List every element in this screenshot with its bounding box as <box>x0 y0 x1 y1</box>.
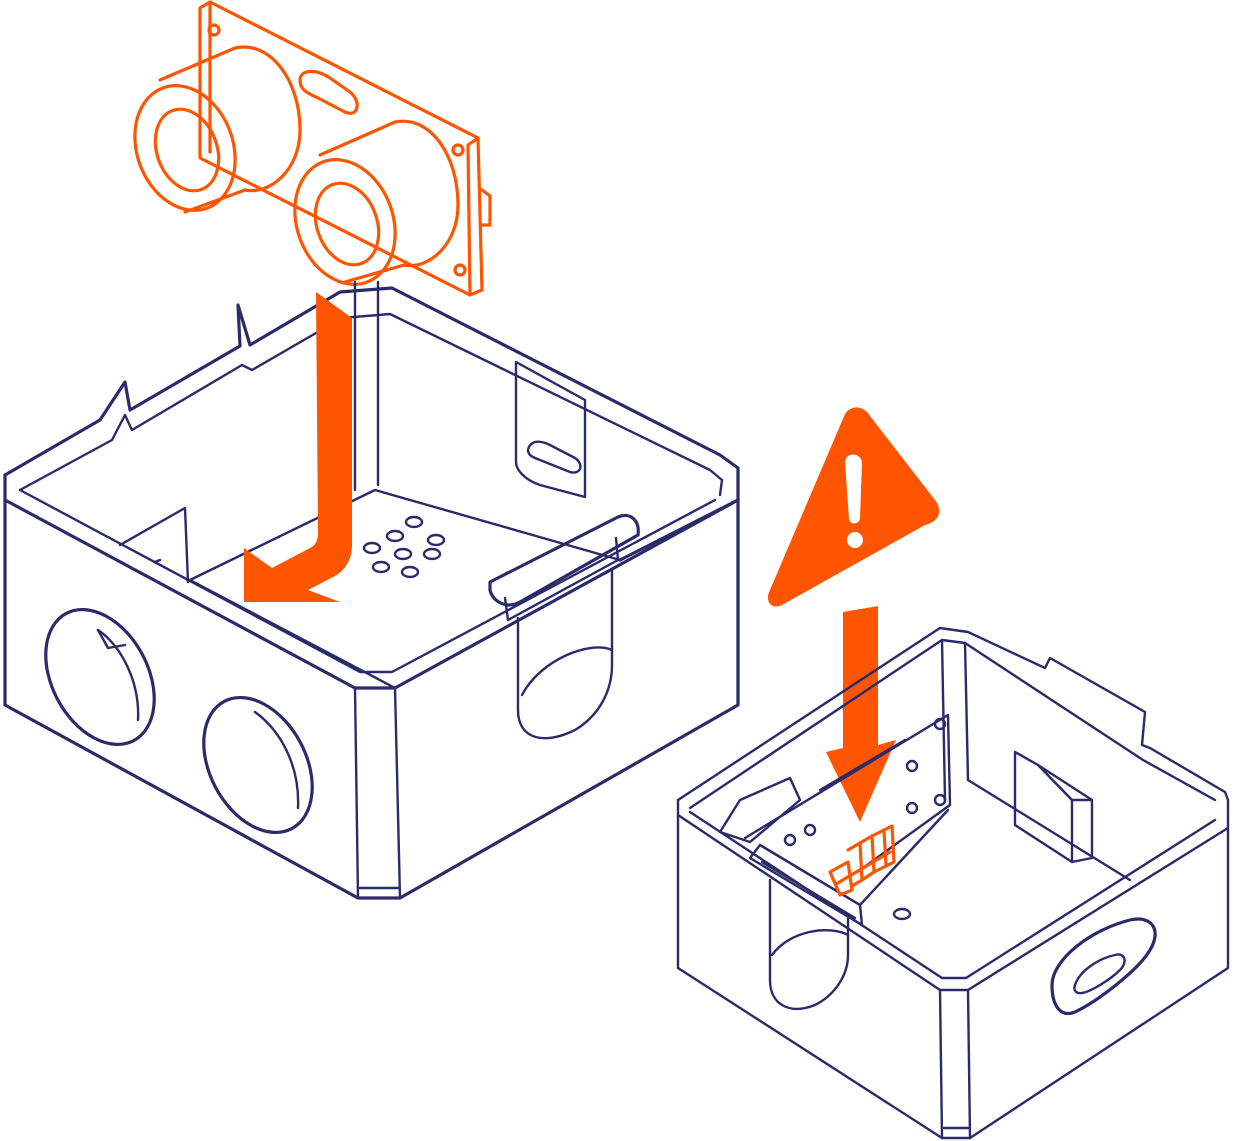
header-pins <box>828 824 896 897</box>
small-enclosure <box>676 626 1230 1140</box>
ultrasonic-sensor <box>133 0 492 492</box>
large-enclosure <box>3 286 740 900</box>
warning-triangle-icon <box>767 407 940 607</box>
arrow-down-icon <box>826 606 896 822</box>
curved-arrow-down-icon <box>244 292 352 602</box>
